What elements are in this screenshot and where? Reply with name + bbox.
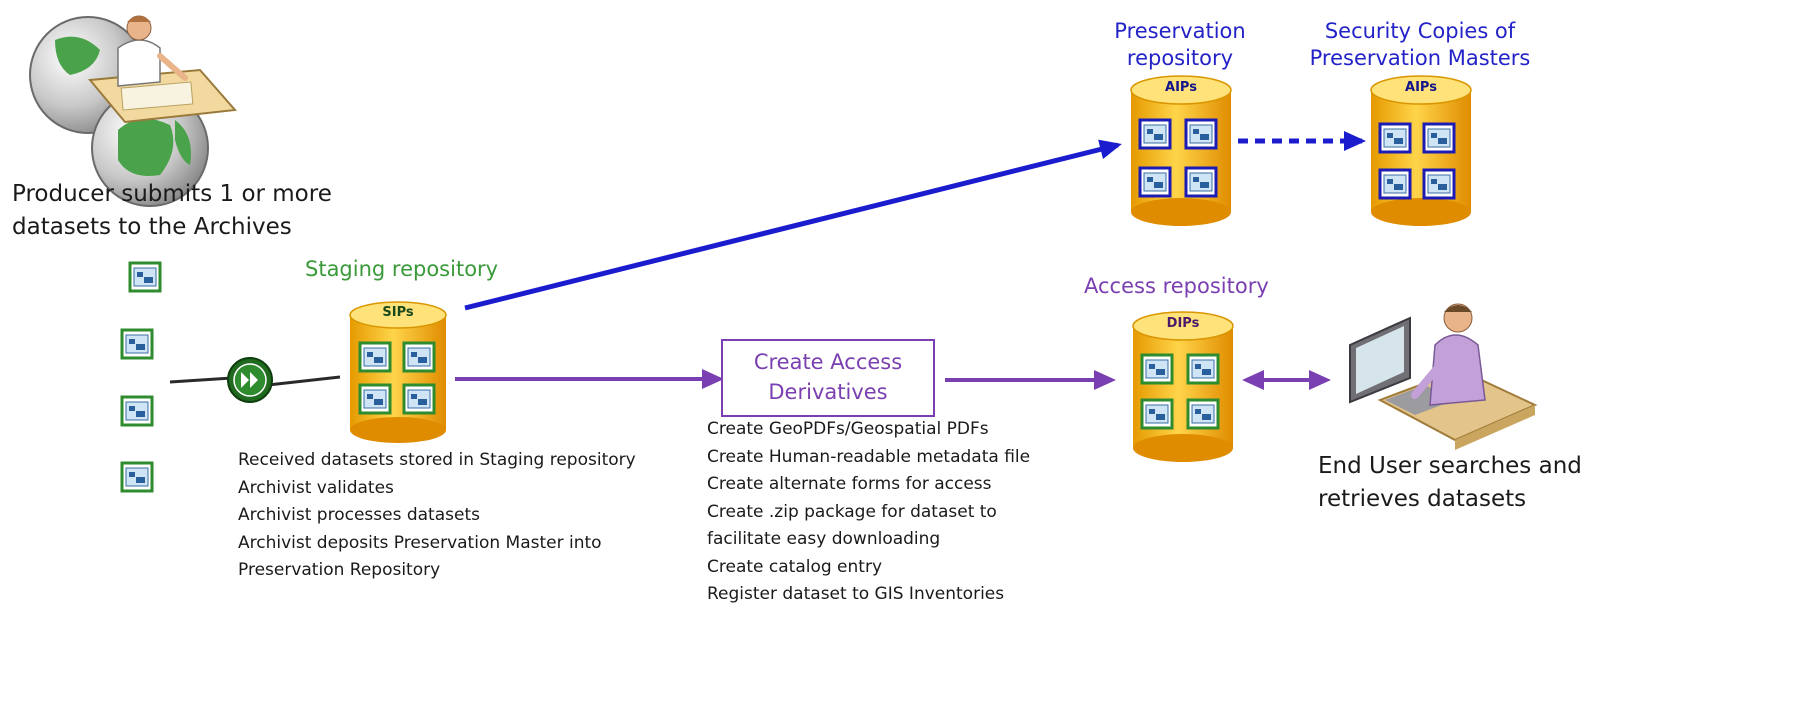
dataset-icon [120, 395, 154, 427]
producer-caption: Producer submits 1 or more datasets to t… [12, 178, 332, 244]
to-preservation-arrow [464, 139, 1122, 311]
end-user-icon [1349, 303, 1538, 450]
producer-globe-icon [29, 16, 209, 207]
staging-steps-list: Received datasets stored in Staging repo… [238, 447, 636, 585]
end-user-caption-line: End User searches and [1318, 453, 1582, 479]
create-access-derivatives-title: Create Access Derivatives [722, 347, 934, 407]
dataset-icon [128, 261, 162, 293]
sips-label: SIPs [382, 305, 414, 320]
list-item: facilitate easy downloading [707, 529, 941, 549]
staging-repository-title: Staging repository [305, 257, 499, 281]
derivatives-title-line: Derivatives [768, 380, 888, 404]
list-item: Preservation Repository [238, 560, 441, 580]
producer-caption-line: Producer submits 1 or more [12, 181, 332, 207]
access-repository-title: Access repository [1084, 274, 1269, 298]
security-copies-title: Security Copies of Preservation Masters [1300, 18, 1540, 72]
dataset-icon [120, 328, 154, 360]
access-dips-cylinder [1132, 311, 1234, 462]
list-item: Archivist deposits Preservation Master i… [238, 532, 602, 553]
list-item: Create catalog entry [707, 556, 883, 577]
create-access-derivatives-box [721, 339, 935, 417]
producer-caption-line: datasets to the Archives [12, 214, 292, 240]
preservation-aips-cylinder [1130, 75, 1232, 226]
list-item: Archivist validates [238, 477, 394, 498]
preservation-aips-label: AIPs [1165, 80, 1197, 95]
security-title-line: Preservation Masters [1309, 46, 1531, 70]
preservation-title-line: repository [1126, 46, 1234, 70]
submit-transfer-icon [169, 357, 341, 403]
preservation-title-line: Preservation [1114, 19, 1246, 43]
derivatives-title-line: Create Access [753, 350, 903, 374]
security-aips-cylinder [1370, 75, 1472, 226]
staging-sips-cylinder [349, 301, 447, 443]
end-user-caption-line: retrieves datasets [1318, 486, 1527, 512]
end-user-caption: End User searches and retrieves datasets [1318, 450, 1582, 516]
list-item: Create .zip package for dataset to [707, 501, 997, 522]
dips-label: DIPs [1166, 316, 1200, 331]
security-title-line: Security Copies of [1324, 19, 1516, 43]
list-item: Received datasets stored in Staging repo… [238, 450, 636, 470]
list-item: Register dataset to GIS Inventories [707, 584, 1005, 604]
derivative-steps-list: Create GeoPDFs/Geospatial PDFs Create Hu… [707, 416, 1030, 609]
list-item: Create GeoPDFs/Geospatial PDFs [707, 419, 989, 439]
list-item: Archivist processes datasets [238, 505, 480, 525]
producer-person-icon [88, 15, 238, 124]
list-item: Create Human-readable metadata file [707, 446, 1031, 467]
security-aips-label: AIPs [1405, 80, 1437, 95]
dataset-icon [120, 461, 154, 493]
preservation-repository-title: Preservation repository [1080, 18, 1280, 72]
list-item: Create alternate forms for access [707, 474, 992, 494]
